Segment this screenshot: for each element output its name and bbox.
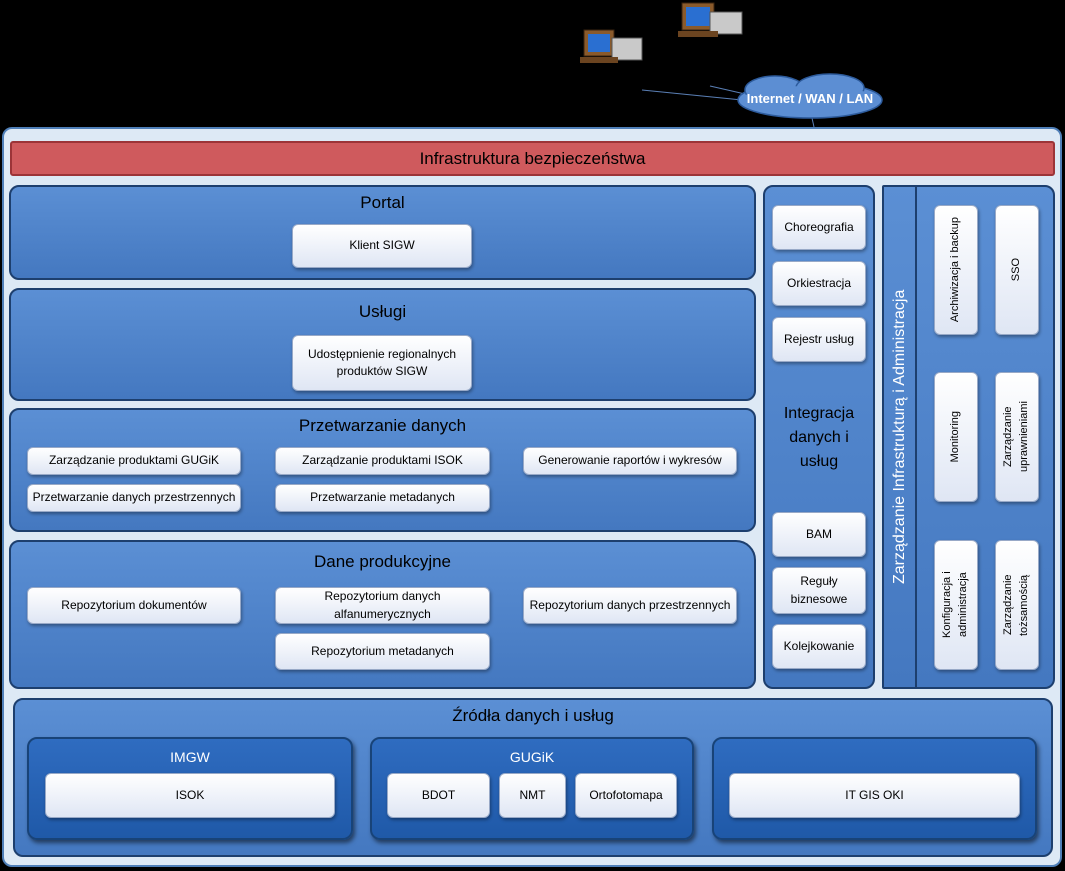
zrodla-item: NMT	[499, 773, 566, 818]
dane-title: Dane produkcyjne	[313, 552, 452, 571]
portal-item: Klient SIGW	[292, 224, 472, 268]
zrodla-item: IT GIS OKI	[729, 773, 1020, 818]
zarzadzanie-item-label: Monitoring	[949, 411, 962, 463]
uslugi-item: Udostępnienie regionalnych produktów SIG…	[292, 335, 472, 391]
dane-item: Repozytorium danych przestrzennych	[523, 587, 737, 624]
przetwarzanie-item: Zarządzanie produktami ISOK	[275, 447, 490, 475]
dane-item: Repozytorium dokumentów	[27, 587, 241, 624]
przetwarzanie-title: Przetwarzanie danych	[298, 416, 467, 435]
zrodla-item: ISOK	[45, 773, 335, 818]
integracja-item: BAM	[772, 512, 866, 557]
zarzadzanie-item: Archiwizacja i backup	[934, 205, 978, 335]
zarzadzanie-item-label: Archiwizacja i backup	[949, 217, 962, 323]
zarzadzanie-item: SSO	[995, 205, 1039, 335]
zarzadzanie-item-label: Konfiguracja i administracja	[941, 571, 969, 639]
zarzadzanie-item: Zarządzanie uprawnieniami	[995, 372, 1039, 502]
portal-title: Portal	[360, 193, 405, 212]
zarzadzanie-item-label: SSO	[1010, 258, 1023, 282]
uslugi-title: Usługi	[358, 302, 407, 321]
zarzadzanie-divider	[915, 187, 917, 687]
zarzadzanie-item: Monitoring	[934, 372, 978, 502]
integracja-title: Integracja danych i usług	[783, 405, 855, 470]
integracja-item: Choreografia	[772, 205, 866, 250]
zarzadzanie-item-label: Zarządzanie tożsamością	[1002, 574, 1030, 636]
zrodla-title: Źródła danych i usług	[452, 706, 614, 725]
przetwarzanie-item: Przetwarzanie metadanych	[275, 484, 490, 512]
zarzadzanie-item: Konfiguracja i administracja	[934, 540, 978, 670]
integracja-item: Reguły biznesowe	[772, 567, 866, 614]
security-infrastructure-bar: Infrastruktura bezpieczeństwa	[10, 141, 1055, 176]
przetwarzanie-item: Przetwarzanie danych przestrzennych	[27, 484, 241, 512]
dane-item: Repozytorium danych alfanumerycznych	[275, 587, 490, 624]
zrodla-group-title: IMGW	[170, 749, 210, 765]
zrodla-group-title: GUGiK	[509, 749, 555, 765]
przetwarzanie-item: Zarządzanie produktami GUGiK	[27, 447, 241, 475]
zrodla-item: BDOT	[387, 773, 490, 818]
przetwarzanie-item: Generowanie raportów i wykresów	[523, 447, 737, 475]
dane-item: Repozytorium metadanych	[275, 633, 490, 670]
integracja-item: Orkiestracja	[772, 261, 866, 306]
zarzadzanie-item-label: Zarządzanie uprawnieniami	[1002, 401, 1030, 473]
computer-icon	[678, 2, 743, 37]
zarzadzanie-title: Zarządzanie Infrastrukturą i Administrac…	[891, 289, 908, 585]
computer-icon	[580, 29, 643, 63]
zrodla-item: Ortofotomapa	[575, 773, 677, 818]
integracja-item: Kolejkowanie	[772, 624, 866, 669]
network-graphic	[580, 2, 883, 127]
network-label: Internet / WAN / LAN	[746, 91, 874, 106]
cloud-icon	[737, 73, 883, 119]
integracja-item: Rejestr usług	[772, 317, 866, 362]
zarzadzanie-item: Zarządzanie tożsamością	[995, 540, 1039, 670]
